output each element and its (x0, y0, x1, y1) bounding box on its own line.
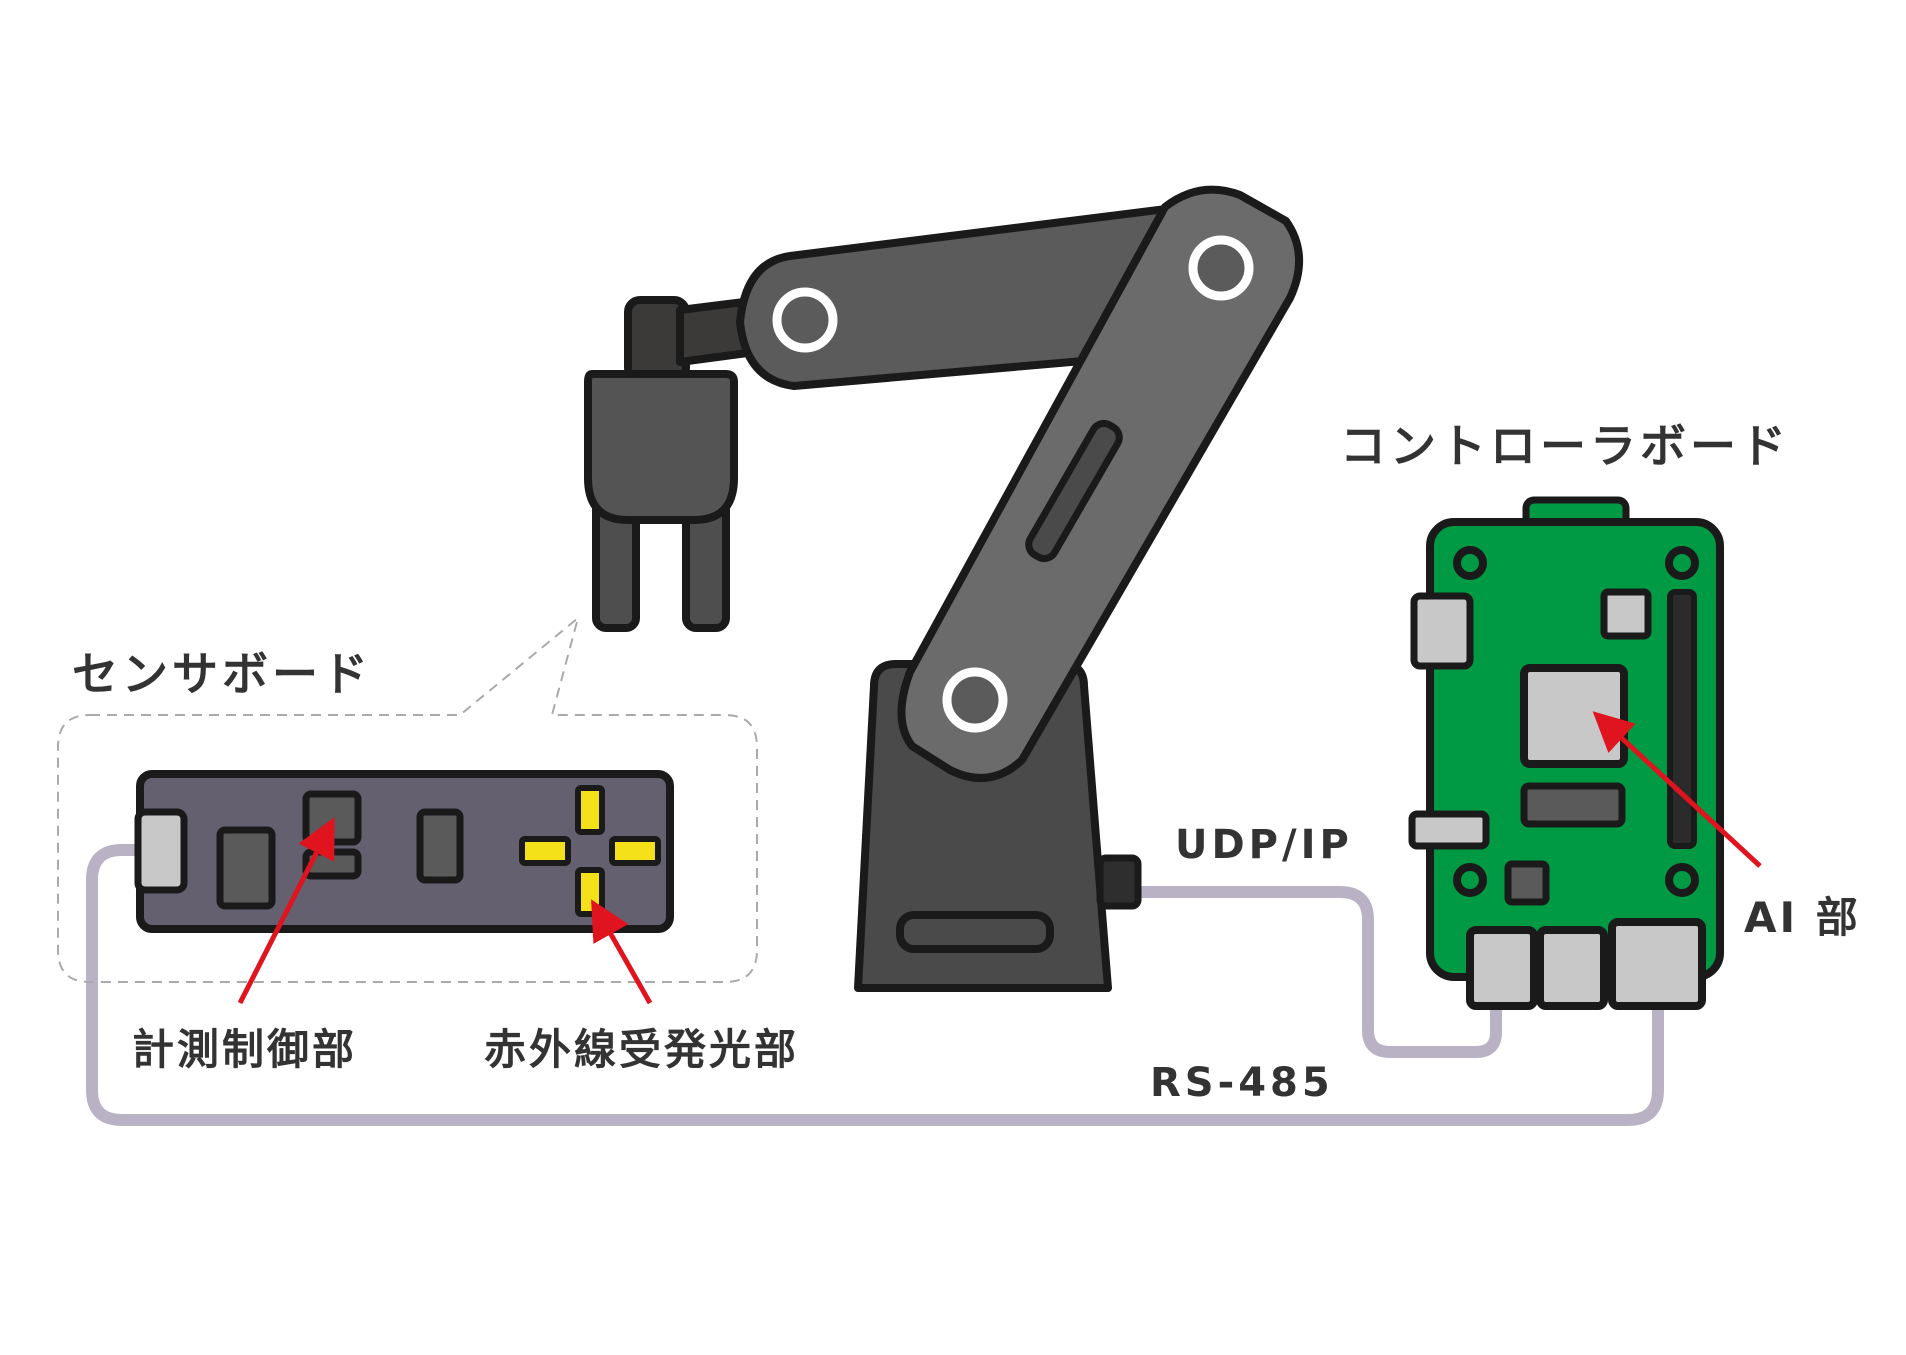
infrared-led-left (519, 836, 571, 866)
label-measurement-control: 計測制御部 (132, 1025, 357, 1074)
controller-side-port-small (1408, 810, 1490, 850)
controller-side-port (1410, 592, 1474, 670)
joint-shoulder (942, 667, 1008, 733)
sensor-board-connector (134, 808, 188, 894)
label-controller-board: コントローラボード (1340, 419, 1790, 473)
mount-hole-bl (1453, 863, 1487, 897)
infrared-led-top (575, 785, 605, 835)
sensor-board (134, 770, 674, 933)
rs485-port (1608, 918, 1706, 1010)
label-ai-unit: AI 部 (1744, 893, 1861, 942)
arrow-infrared-unit (591, 899, 653, 1005)
joint-elbow (1188, 235, 1254, 301)
udp-ip-cable (1130, 886, 1502, 1058)
label-udp-ip: UDP/IP (1175, 822, 1353, 868)
label-rs485: RS-485 (1150, 1060, 1334, 1106)
lower-arm-slot (1025, 419, 1123, 563)
infrared-led-right (609, 836, 661, 866)
controller-memory-chip (1520, 782, 1626, 828)
arrow-ai-unit (1592, 711, 1762, 868)
measurement-control-chip (302, 790, 362, 846)
sensor-chip-mid (416, 808, 464, 884)
robot-arm (584, 185, 1303, 992)
ethernet-port (1466, 926, 1538, 1010)
mount-hole-tr (1665, 546, 1699, 580)
label-infrared-unit: 赤外線受発光部 (484, 1025, 799, 1074)
mount-hole-tl (1453, 546, 1487, 580)
mount-hole-br (1665, 863, 1699, 897)
joint-wrist (772, 287, 838, 353)
robot-base-port (1096, 854, 1142, 910)
controller-tiny-chip (1504, 860, 1550, 906)
gripper-body (584, 370, 738, 524)
sensor-chip-large (216, 826, 276, 910)
controller-small-chip (1600, 588, 1652, 640)
arrow-measurement-control (237, 817, 335, 1005)
robot-lower-arm (897, 185, 1303, 782)
controller-board (1408, 496, 1724, 1010)
usb-port (1536, 926, 1608, 1010)
controller-gpio-header (1667, 589, 1697, 849)
rs485-cable (86, 844, 1664, 1126)
label-sensor-board: センサボード (72, 647, 372, 701)
robot-base-slot (896, 911, 1054, 953)
ai-processor-chip (1520, 664, 1628, 768)
